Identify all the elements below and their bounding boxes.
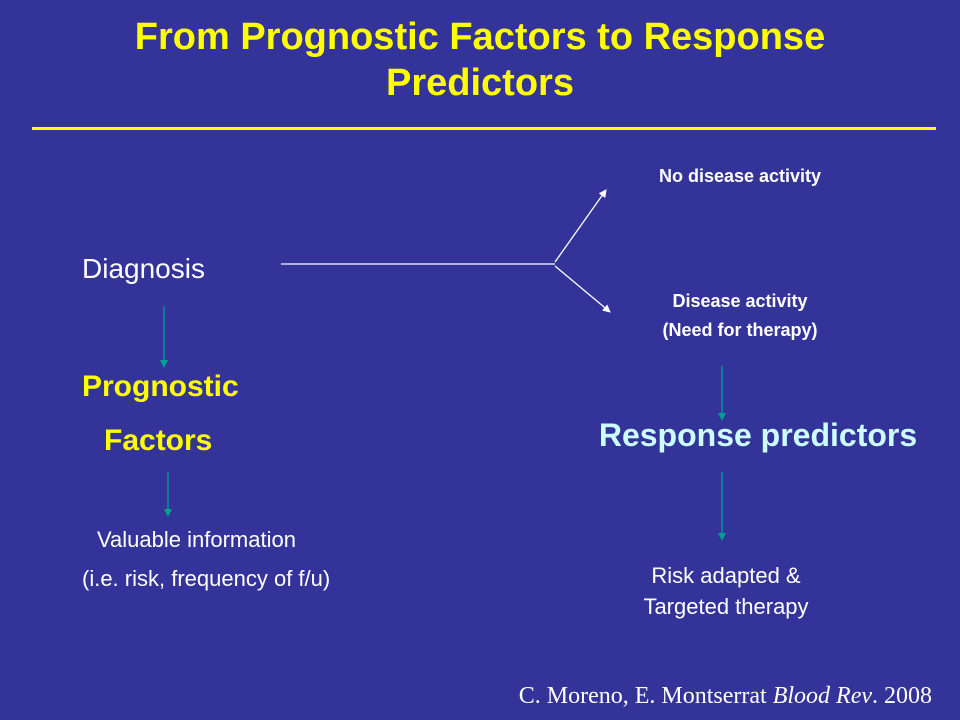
factors-label: Factors	[104, 424, 213, 457]
diagnosis-label: Diagnosis	[82, 253, 205, 284]
citation-authors: C. Moreno, E. Montserrat	[518, 683, 767, 709]
no-disease-activity-label: No disease activity	[658, 166, 822, 186]
disease-activity-label: Disease activity	[672, 291, 808, 311]
citation-journal: Blood Rev	[772, 683, 872, 709]
slide-title: From Prognostic Factors to Response Pred…	[0, 14, 960, 106]
targeted-therapy-label: Targeted therapy	[643, 594, 809, 619]
risk-frequency-label: (i.e. risk, frequency of f/u)	[82, 566, 331, 591]
prognostic-label: Prognostic	[82, 370, 239, 403]
response-predictors-label: Response predictors	[598, 417, 918, 453]
title-underline	[32, 127, 936, 130]
citation: C. Moreno, E. Montserrat Blood Rev. 2008	[519, 683, 932, 710]
citation-year: . 2008	[872, 683, 932, 709]
valuable-information-label: Valuable information	[97, 527, 296, 552]
activity-branch-arrow	[554, 265, 611, 313]
title-line-2: Predictors	[386, 62, 574, 104]
risk-adapted-label: Risk adapted &	[651, 563, 801, 588]
need-for-therapy-label: (Need for therapy)	[662, 320, 818, 340]
no-activity-branch-arrow	[554, 189, 607, 263]
title-line-1: From Prognostic Factors to Response	[134, 16, 826, 58]
